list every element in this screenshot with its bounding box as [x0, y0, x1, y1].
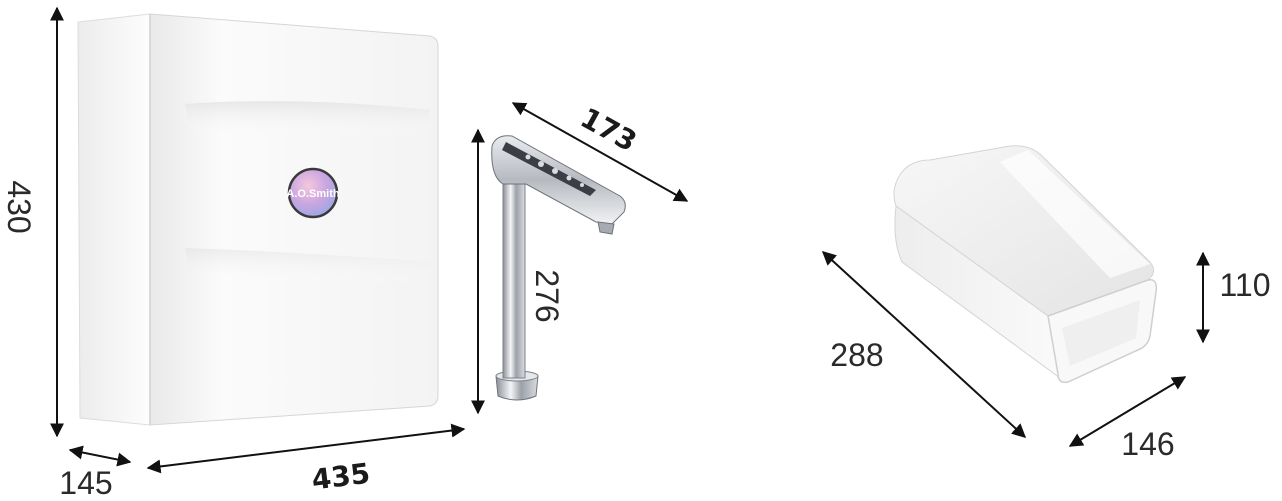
- filter-height-label: 110: [1219, 267, 1270, 303]
- purifier-height-label: 430: [1, 180, 37, 233]
- filter-width-arrow: [1068, 376, 1187, 447]
- purifier-width-label: 435: [310, 457, 372, 497]
- faucet-reach-label: 173: [575, 101, 642, 158]
- filter-length-label: 288: [830, 337, 883, 373]
- purifier-side-panel: [77, 13, 151, 426]
- purifier-width-arrow: [146, 423, 466, 474]
- filter-length-arrow: [821, 251, 1027, 438]
- brand-logo-text: A.O.Smith: [286, 188, 339, 200]
- filter-width-label: 146: [1121, 426, 1174, 462]
- purifier-unit: A.O.Smith: [77, 13, 439, 426]
- purifier-depth-label: 145: [59, 465, 112, 501]
- logo-badge-icon: A.O.Smith: [286, 167, 340, 219]
- faucet-reach-arrow: [511, 102, 689, 202]
- faucet: [491, 135, 626, 401]
- faucet-height-label: 276: [529, 269, 565, 322]
- purifier-front-panel: [149, 13, 439, 426]
- purifier-depth-arrow: [68, 445, 132, 467]
- filter-box: [893, 145, 1158, 384]
